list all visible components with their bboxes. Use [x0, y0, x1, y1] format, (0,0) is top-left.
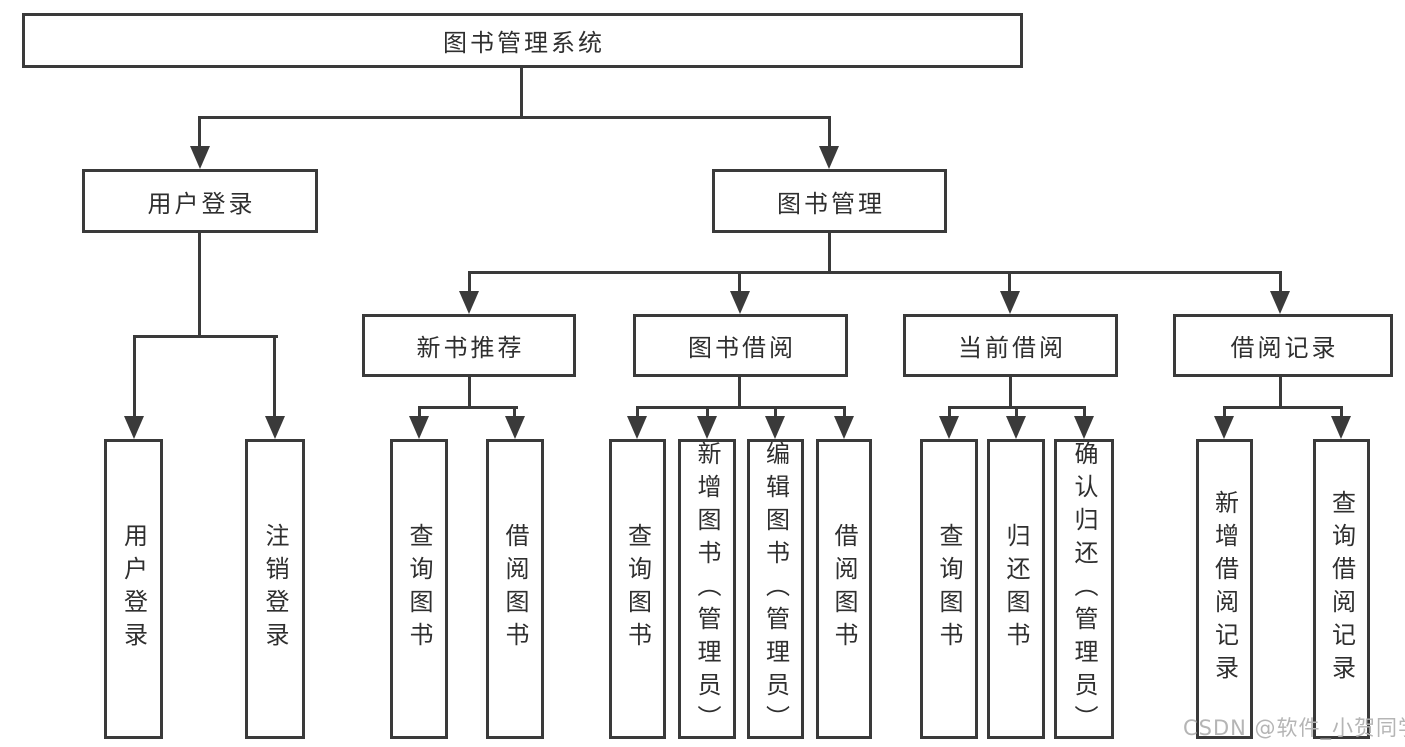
node-leaf-borrow-books: 借阅图书 — [486, 439, 544, 739]
node-label: 图书管理系统 — [443, 29, 605, 57]
node-leaf-logout: 注销登录 — [245, 439, 305, 739]
node-label: 当前借阅 — [958, 334, 1066, 362]
node-label: 新增借阅记录 — [1210, 490, 1239, 688]
connector-line — [468, 375, 471, 408]
connector-line — [636, 406, 846, 409]
node-leaf-query-borrow-record: 查询借阅记录 — [1313, 439, 1370, 739]
connector-line — [1009, 375, 1012, 408]
node-leaf-query-books: 查询图书 — [390, 439, 448, 739]
connector-line — [198, 116, 201, 154]
connector-line — [468, 271, 471, 293]
arrowhead-down-icon — [409, 416, 429, 439]
node-book-borrowing: 图书借阅 — [633, 314, 848, 377]
connector-line — [1223, 406, 1226, 421]
node-label: 查询借阅记录 — [1327, 490, 1356, 688]
connector-line — [738, 375, 741, 408]
node-leaf-confirm-return-admin: 确认归还（管理员） — [1054, 439, 1114, 739]
connector-line — [828, 231, 831, 274]
node-label: 归还图书 — [1002, 523, 1030, 655]
node-leaf-borrow-books: 借阅图书 — [816, 439, 872, 739]
connector-line — [1340, 406, 1343, 421]
node-label: 图书管理 — [777, 189, 885, 218]
arrowhead-down-icon — [505, 416, 525, 439]
arrowhead-down-icon — [1006, 416, 1026, 439]
node-label: 编辑图书（管理员） — [761, 440, 790, 738]
node-book-management: 图书管理 — [712, 169, 947, 233]
connector-line — [636, 406, 639, 421]
connector-line — [1083, 406, 1086, 421]
arrowhead-down-icon — [1074, 416, 1094, 439]
arrowhead-down-icon — [939, 416, 959, 439]
connector-line — [1279, 375, 1282, 408]
node-leaf-return-books: 归还图书 — [987, 439, 1045, 739]
connector-line — [198, 116, 831, 119]
connector-line — [1015, 406, 1018, 421]
connector-line — [520, 66, 523, 118]
node-current-borrowing: 当前借阅 — [903, 314, 1118, 377]
arrowhead-down-icon — [627, 416, 647, 439]
arrowhead-down-icon — [190, 146, 210, 169]
node-label: 借阅记录 — [1230, 334, 1339, 362]
csdn-watermark: CSDN @软件_小贺同学 — [1183, 716, 1405, 740]
arrowhead-down-icon — [459, 291, 479, 314]
arrowhead-down-icon — [834, 416, 854, 439]
node-label: 查询图书 — [935, 523, 963, 655]
connector-line — [828, 116, 831, 154]
arrowhead-down-icon — [1000, 291, 1020, 314]
connector-line — [1008, 271, 1011, 293]
connector-line — [1223, 406, 1343, 409]
arrowhead-down-icon — [265, 416, 285, 439]
connector-line — [198, 231, 201, 337]
connector-line — [948, 406, 951, 421]
connector-line — [843, 406, 846, 421]
node-label: 查询图书 — [405, 523, 433, 655]
connector-line — [133, 335, 136, 420]
node-label: 用户登录 — [119, 523, 148, 655]
node-label: 查询图书 — [623, 523, 652, 655]
node-leaf-add-borrow-record: 新增借阅记录 — [1196, 439, 1253, 739]
arrowhead-down-icon — [697, 416, 717, 439]
connector-line — [513, 406, 516, 421]
connector-line — [774, 406, 777, 421]
connector-line — [1279, 271, 1282, 293]
node-label: 新增图书（管理员） — [693, 440, 721, 738]
connector-line — [418, 406, 518, 409]
node-leaf-query-books: 查询图书 — [609, 439, 666, 739]
node-leaf-edit-books-admin: 编辑图书（管理员） — [747, 439, 804, 739]
connector-line — [133, 335, 278, 338]
node-label: 借阅图书 — [830, 523, 858, 655]
node-label: 注销登录 — [261, 523, 289, 655]
connector-line — [738, 271, 741, 293]
connector-line — [273, 335, 276, 420]
node-label: 图书借阅 — [688, 334, 796, 362]
connector-line — [418, 406, 421, 421]
connector-line — [706, 406, 709, 421]
arrowhead-down-icon — [1214, 416, 1234, 439]
node-label: 借阅图书 — [501, 523, 529, 655]
arrowhead-down-icon — [730, 291, 750, 314]
node-root: 图书管理系统 — [22, 13, 1023, 68]
node-user-login: 用户登录 — [82, 169, 318, 233]
node-leaf-add-books-admin: 新增图书（管理员） — [678, 439, 736, 739]
node-label: 用户登录 — [147, 189, 256, 218]
node-leaf-query-books: 查询图书 — [920, 439, 978, 739]
arrowhead-down-icon — [124, 416, 144, 439]
arrowhead-down-icon — [819, 146, 839, 169]
node-leaf-user-login: 用户登录 — [104, 439, 163, 739]
arrowhead-down-icon — [1331, 416, 1351, 439]
arrowhead-down-icon — [765, 416, 785, 439]
node-label: 新书推荐 — [416, 334, 525, 362]
node-label: 确认归还（管理员） — [1070, 440, 1098, 738]
arrowhead-down-icon — [1270, 291, 1290, 314]
connector-line — [468, 271, 1282, 274]
node-new-book-recommend: 新书推荐 — [362, 314, 576, 377]
node-borrowing-records: 借阅记录 — [1173, 314, 1393, 377]
